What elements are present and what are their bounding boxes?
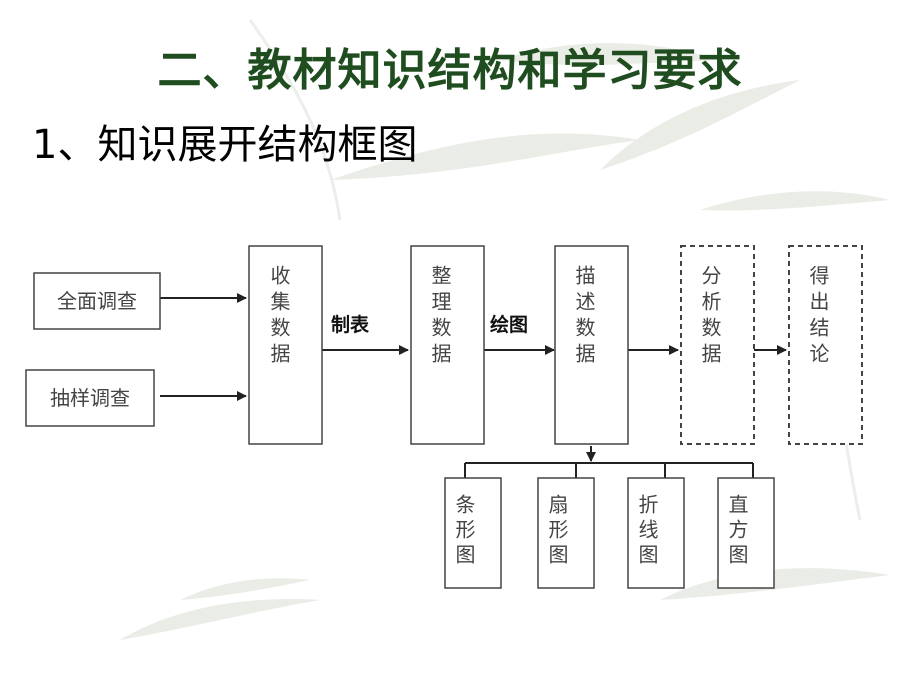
- node-shanxing: 扇形图: [537, 477, 595, 589]
- edge-label-huitu: 绘图: [490, 313, 528, 336]
- node-box: [410, 245, 485, 445]
- node-box: [25, 369, 155, 427]
- node-label-miaoshu: 描述数据: [572, 265, 596, 369]
- node-label-quanmian: 全面调查: [57, 289, 137, 313]
- node-box: [537, 477, 595, 589]
- node-tiaoxing: 条形图: [444, 477, 502, 589]
- node-dechu: 得出结论: [788, 245, 863, 445]
- node-box: [717, 477, 775, 589]
- node-shouji: 收集数据: [248, 245, 323, 445]
- diagram-edges: [160, 293, 787, 478]
- node-zhexian: 折线图: [627, 477, 685, 589]
- node-label-zhengli: 整理数据: [428, 265, 452, 369]
- node-label-dechu: 得出结论: [806, 265, 830, 369]
- node-label-chouyang: 抽样调查: [50, 386, 130, 410]
- node-label-shouji: 收集数据: [267, 265, 291, 369]
- node-label-zhexian: 折线图: [635, 494, 659, 569]
- node-box: [554, 245, 629, 445]
- node-label-zhifang: 直方图: [725, 494, 749, 569]
- node-label-fenxi: 分析数据: [698, 265, 722, 369]
- node-quanmian: 全面调查: [33, 272, 161, 330]
- node-box: [444, 477, 502, 589]
- node-fenxi: 分析数据: [680, 245, 755, 445]
- node-label-tiaoxing: 条形图: [452, 494, 476, 569]
- node-chouyang: 抽样调查: [25, 369, 155, 427]
- node-zhifang: 直方图: [717, 477, 775, 589]
- slide-title: 二、教材知识结构和学习要求: [157, 45, 743, 96]
- node-box: [248, 245, 323, 445]
- node-label-shanxing: 扇形图: [545, 494, 569, 569]
- edge-label-zhibiao: 制表: [331, 313, 370, 336]
- node-miaoshu: 描述数据: [554, 245, 629, 445]
- slide-subtitle: 1、知识展开结构框图: [32, 122, 418, 168]
- node-zhengli: 整理数据: [410, 245, 485, 445]
- node-box: [627, 477, 685, 589]
- node-box: [33, 272, 161, 330]
- node-box-dashed: [680, 245, 755, 445]
- node-box-dashed: [788, 245, 863, 445]
